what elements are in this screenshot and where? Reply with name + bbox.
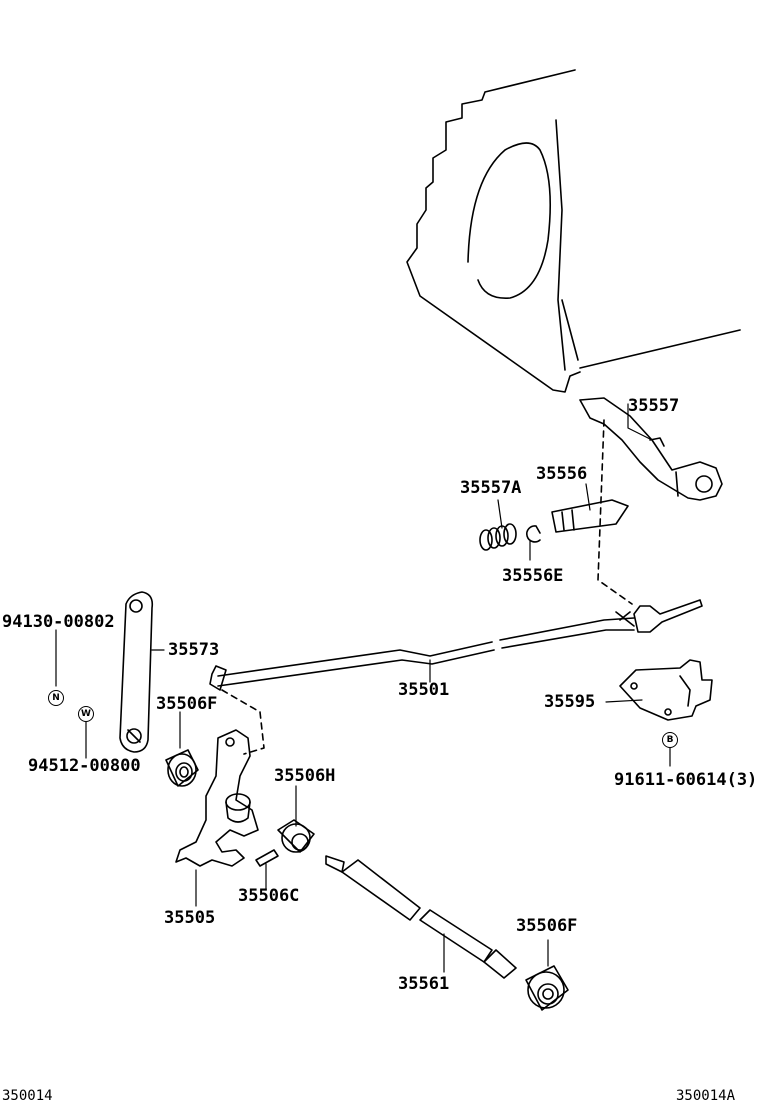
footer-left-code: 350014 xyxy=(2,1088,53,1104)
label-91611-60614: 91611-60614(3) xyxy=(614,770,758,790)
clip-35556E xyxy=(526,525,541,543)
transmission-case xyxy=(406,69,741,393)
label-35505: 35505 xyxy=(164,908,216,928)
label-94130-00802: 94130-00802 xyxy=(2,612,115,632)
shaft-35561 xyxy=(325,855,517,979)
label-35561: 35561 xyxy=(398,974,450,994)
label-35506C: 35506C xyxy=(238,886,300,906)
label-35501: 35501 xyxy=(398,680,450,700)
label-35557A: 35557A xyxy=(460,478,522,498)
detent-plate-35505 xyxy=(175,729,259,867)
dashed-guide-left xyxy=(221,689,265,755)
seal-35506F-left xyxy=(165,749,199,787)
dashed-guide-right xyxy=(597,419,633,605)
rod-35501 xyxy=(209,599,703,691)
footer-right-code: 350014A xyxy=(676,1088,736,1104)
label-35557: 35557 xyxy=(628,396,680,416)
marker-w-icon: W xyxy=(78,706,94,722)
pin-35506C xyxy=(255,849,279,867)
leader-lines xyxy=(55,403,671,973)
bracket-35557 xyxy=(579,397,723,501)
label-35573: 35573 xyxy=(168,640,220,660)
lever-35573 xyxy=(119,591,154,753)
marker-n-icon: N xyxy=(48,690,64,706)
pin-35556 xyxy=(551,499,629,533)
label-35506F-left: 35506F xyxy=(156,694,218,714)
label-35595: 35595 xyxy=(544,692,596,712)
label-94512-00800: 94512-00800 xyxy=(28,756,141,776)
label-35506F-right: 35506F xyxy=(516,916,578,936)
label-35556E: 35556E xyxy=(502,566,564,586)
marker-b-icon: B xyxy=(662,732,678,748)
seal-35506F-right xyxy=(525,965,569,1011)
spring-35557A xyxy=(479,523,517,551)
label-35556: 35556 xyxy=(536,464,588,484)
bracket-35595 xyxy=(619,659,713,721)
label-35506H: 35506H xyxy=(274,766,336,786)
